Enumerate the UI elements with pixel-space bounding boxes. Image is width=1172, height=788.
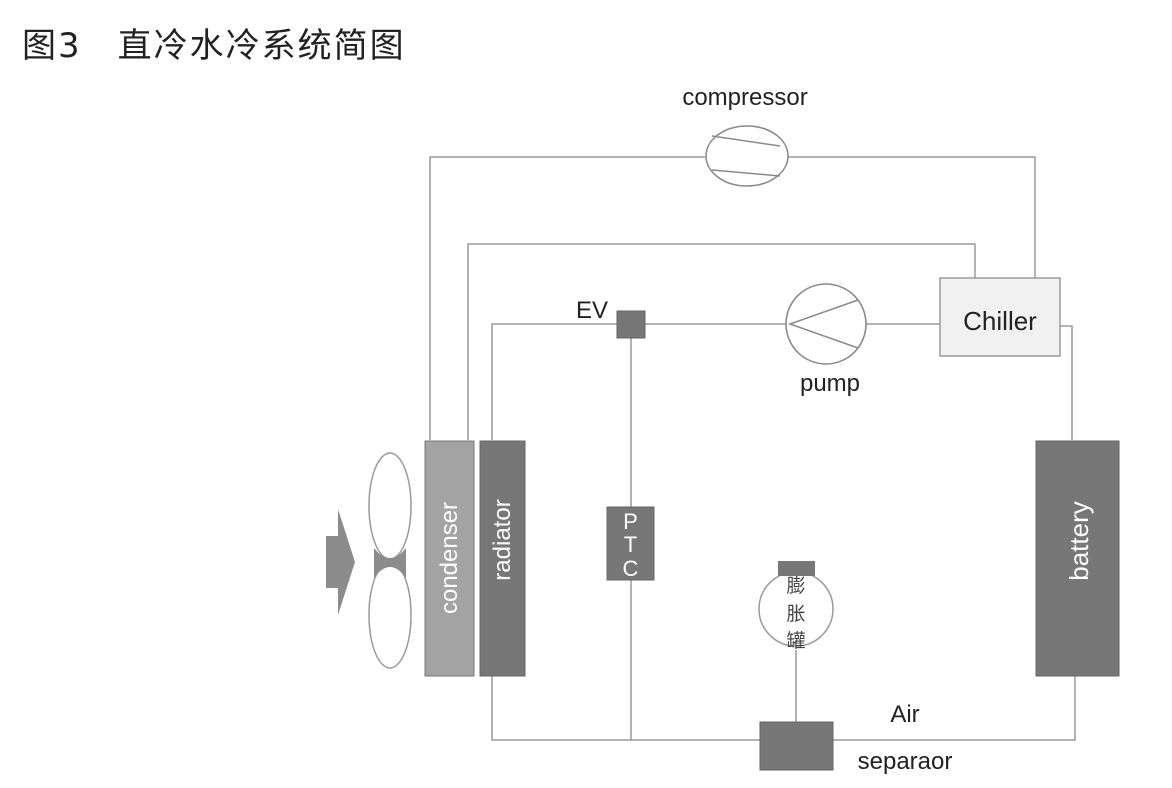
pipes (429, 156, 1076, 741)
pump-body (785, 283, 867, 365)
ptc-letter-t: T (624, 532, 637, 557)
air-separator: Air separaor (759, 701, 953, 775)
chiller: Chiller (939, 277, 1061, 357)
expansion-tank: 膨 胀 罐 (758, 561, 834, 652)
figure-title: 图3 直冷水冷系统简图 (22, 26, 406, 66)
air-separator-label-line2: separaor (858, 748, 953, 775)
ptc-box (606, 506, 655, 581)
expansion-tank-cap (778, 561, 815, 576)
coolant-bottom-pipe (491, 676, 1076, 741)
ev-valve: EV (576, 297, 646, 339)
fan-icon (368, 452, 412, 669)
ev-label: EV (576, 297, 608, 324)
chiller-to-battery-pipe (1060, 325, 1073, 440)
compressor-line-top (711, 135, 781, 147)
ptc-letter-p: P (623, 509, 638, 534)
battery-label: battery (1064, 501, 1094, 581)
chiller-to-condenser-pipe (467, 243, 976, 440)
battery-box (1035, 440, 1120, 677)
pump-triangle (787, 299, 859, 349)
compressor-label: compressor (682, 84, 807, 111)
air-separator-label-line1: Air (890, 701, 919, 728)
radiator: radiator (479, 440, 526, 677)
ptc-heater: P T C (606, 506, 655, 581)
expansion-tank-char-3: 罐 (786, 630, 805, 652)
compressor: compressor (682, 84, 808, 187)
refrigerant-loop-pipe (429, 156, 1036, 440)
condenser-label: condenser (436, 502, 463, 614)
radiator-label: radiator (489, 499, 516, 580)
condenser: condenser (424, 440, 475, 677)
expansion-tank-char-1: 膨 (786, 575, 805, 597)
fan-hub (374, 548, 406, 578)
battery: battery (1035, 440, 1120, 677)
fan-blade-top (368, 452, 412, 560)
coolant-top-pipe (491, 323, 940, 440)
pump: pump (785, 283, 867, 397)
radiator-box (479, 440, 526, 677)
compressor-body (705, 125, 789, 187)
pump-label: pump (800, 370, 860, 397)
chiller-box (939, 277, 1061, 357)
airflow-arrow-icon (326, 509, 355, 615)
expansion-tank-char-2: 胀 (786, 603, 805, 625)
ptc-letter-c: C (623, 556, 639, 581)
compressor-line-bottom (711, 169, 781, 177)
fan-blade-bottom (368, 561, 412, 669)
condenser-box (424, 440, 475, 677)
air-separator-box (759, 721, 834, 771)
ev-valve-box (616, 310, 646, 339)
chiller-label: Chiller (963, 306, 1037, 336)
